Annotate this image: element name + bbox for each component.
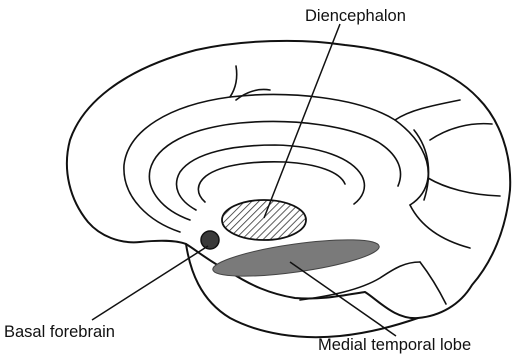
label-basal-forebrain: Basal forebrain — [4, 323, 115, 341]
central-sulcus — [230, 66, 237, 97]
label-medial-temporal-lobe: Medial temporal lobe — [318, 336, 471, 354]
medial-temporal-lobe-region — [211, 232, 381, 283]
occipital-sulcus — [430, 124, 492, 140]
label-diencephalon: Diencephalon — [305, 7, 406, 25]
corpus-callosum-inner — [198, 162, 345, 202]
calcarine-sulcus — [428, 178, 500, 196]
parieto-occipital-sulcus — [395, 100, 460, 120]
temporal-sulcus-3 — [420, 262, 446, 304]
diencephalon-region — [222, 200, 306, 240]
temporal-sulcus-1 — [410, 205, 470, 248]
basal-forebrain-region — [201, 231, 219, 249]
basal-forebrain-leader — [92, 246, 208, 320]
brain-outer-outline — [67, 41, 510, 318]
